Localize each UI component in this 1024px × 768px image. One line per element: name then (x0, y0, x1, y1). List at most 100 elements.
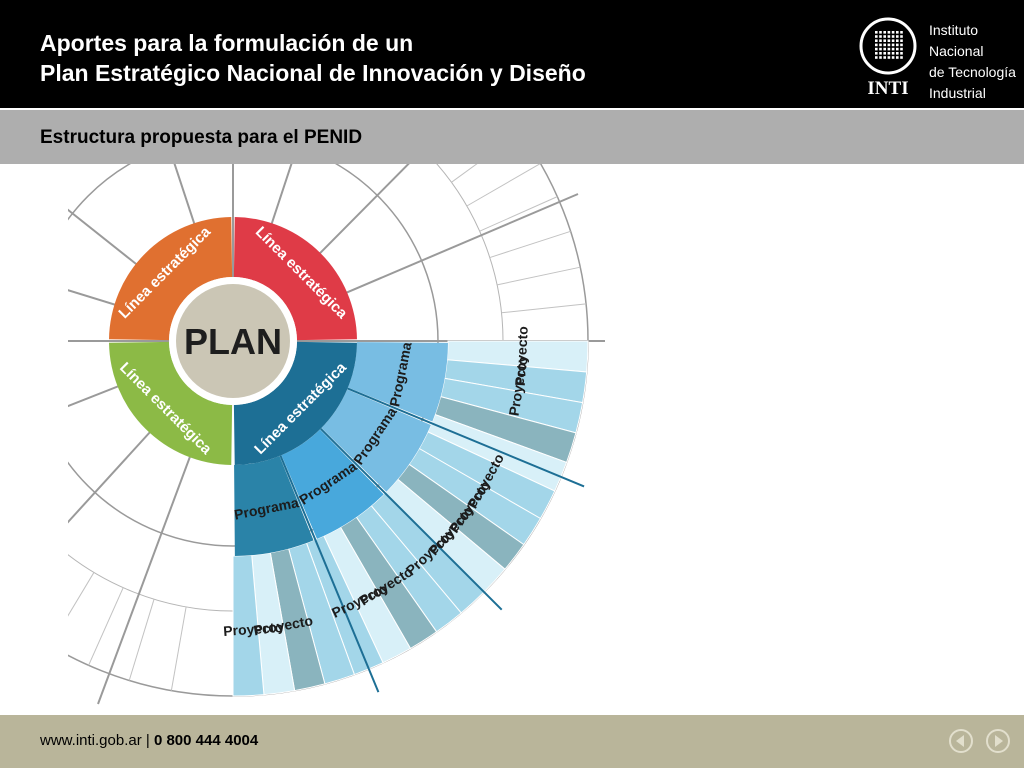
plan-center (176, 284, 290, 398)
plan-label: PLAN (184, 321, 282, 362)
inti-logo-mark-icon: INTI (859, 17, 917, 99)
logo-line-3: de Tecnología (929, 64, 1016, 80)
logo-dot (883, 43, 886, 47)
logo-line-2: Nacional (929, 43, 984, 59)
inti-logo: INTI Instituto Nacional de Tecnología In… (855, 14, 1024, 102)
footer-phone: 0 800 444 4004 (153, 732, 259, 749)
logo-dot (887, 39, 891, 42)
footer-url[interactable]: www.inti.gob.ar (40, 732, 142, 749)
logo-dot (879, 47, 882, 51)
logo-dot (879, 39, 882, 42)
logo-dot (879, 43, 882, 47)
outer-tick (466, 164, 541, 207)
logo-dot (887, 31, 891, 34)
logo-dot (883, 39, 886, 42)
line-sector-red (233, 217, 357, 341)
program-sector (281, 429, 384, 539)
logo-dot (896, 31, 899, 34)
next-arrow-icon[interactable] (985, 728, 1011, 754)
previous-arrow-icon[interactable] (948, 728, 974, 754)
line-sector-blue (233, 341, 357, 465)
program-sector (321, 389, 431, 492)
outer-tick (451, 164, 478, 183)
line-sector-green (109, 341, 233, 465)
logo-dot (879, 31, 882, 34)
header-bar: Aportes para la formulación de un Plan E… (0, 0, 1024, 108)
logo-dot (900, 47, 903, 51)
logo-dot (896, 56, 899, 59)
outer-tick (489, 230, 571, 259)
logo-dot (891, 31, 895, 34)
logo-dot (875, 56, 878, 59)
program-sector (347, 342, 448, 422)
project-label: Proyecto (223, 619, 284, 639)
logo-dot (875, 52, 878, 55)
outer-tick (128, 599, 155, 681)
logo-dot (875, 39, 878, 42)
program-divider (319, 427, 503, 611)
logo-dot (896, 39, 899, 42)
logo-dot (896, 47, 899, 51)
logo-line-1: Instituto (929, 22, 979, 38)
logo-mark-text: INTI (867, 78, 908, 99)
logo-dot (887, 56, 891, 59)
logo-dot (883, 35, 886, 38)
logo-dot (896, 43, 899, 47)
program-divider (279, 455, 380, 693)
logo-dot (891, 56, 895, 59)
logo-dot (891, 52, 895, 55)
logo-dot (900, 35, 903, 38)
logo-dot (887, 52, 891, 55)
diagram-svg: ProyectoProyectoProyectoProyectoProyecto… (68, 164, 605, 705)
outer-tick (68, 572, 95, 617)
logo-dot (891, 35, 895, 38)
logo-line-4: Industrial (929, 85, 986, 101)
logo-dot (875, 31, 878, 34)
program-sector (234, 455, 314, 556)
logo-dot (879, 56, 882, 59)
logo-dot (891, 39, 895, 42)
outer-tick (88, 587, 124, 666)
page-title: Aportes para la formulación de un Plan E… (40, 28, 586, 88)
logo-dot (875, 43, 878, 47)
logo-dot (900, 56, 903, 59)
section-title: Estructura propuesta para el PENID (40, 127, 363, 148)
outer-tick (496, 266, 581, 286)
title-line-1: Aportes para la formulación de un (40, 30, 414, 56)
logo-dot (900, 52, 903, 55)
logo-dot (875, 47, 878, 51)
footer-contact: www.inti.gob.ar | 0 800 444 4004 (40, 732, 258, 749)
logo-dot (883, 31, 886, 34)
logo-dot (883, 56, 886, 59)
outer-tick (170, 606, 187, 691)
program-divider (347, 387, 585, 488)
footer-separator: | (141, 732, 154, 749)
logo-dot (896, 35, 899, 38)
logo-dot (887, 43, 891, 47)
outer-tick (479, 196, 558, 232)
logo-dot (879, 35, 882, 38)
logo-dot (883, 47, 886, 51)
logo-dot (891, 47, 895, 51)
logo-dot (883, 52, 886, 55)
logo-dot (900, 43, 903, 47)
footer-bar: www.inti.gob.ar | 0 800 444 4004 (0, 715, 1024, 768)
logo-dot (900, 31, 903, 34)
outer-tick (501, 303, 587, 314)
project-ring: ProyectoProyectoProyectoProyectoProyecto… (223, 326, 589, 697)
title-line-2: Plan Estratégico Nacional de Innovación … (40, 60, 586, 86)
logo-dot (875, 35, 878, 38)
line-sector-orange (109, 217, 233, 341)
logo-text: Instituto Nacional de Tecnología Industr… (929, 20, 1016, 104)
logo-dot (896, 52, 899, 55)
logo-dot (879, 52, 882, 55)
logo-dot (891, 43, 895, 47)
subheader-bar: Estructura propuesta para el PENID (0, 110, 1024, 164)
project-label: Proyecto (512, 326, 531, 387)
logo-dot (900, 39, 903, 42)
logo-dot (887, 47, 891, 51)
logo-dot (887, 35, 891, 38)
